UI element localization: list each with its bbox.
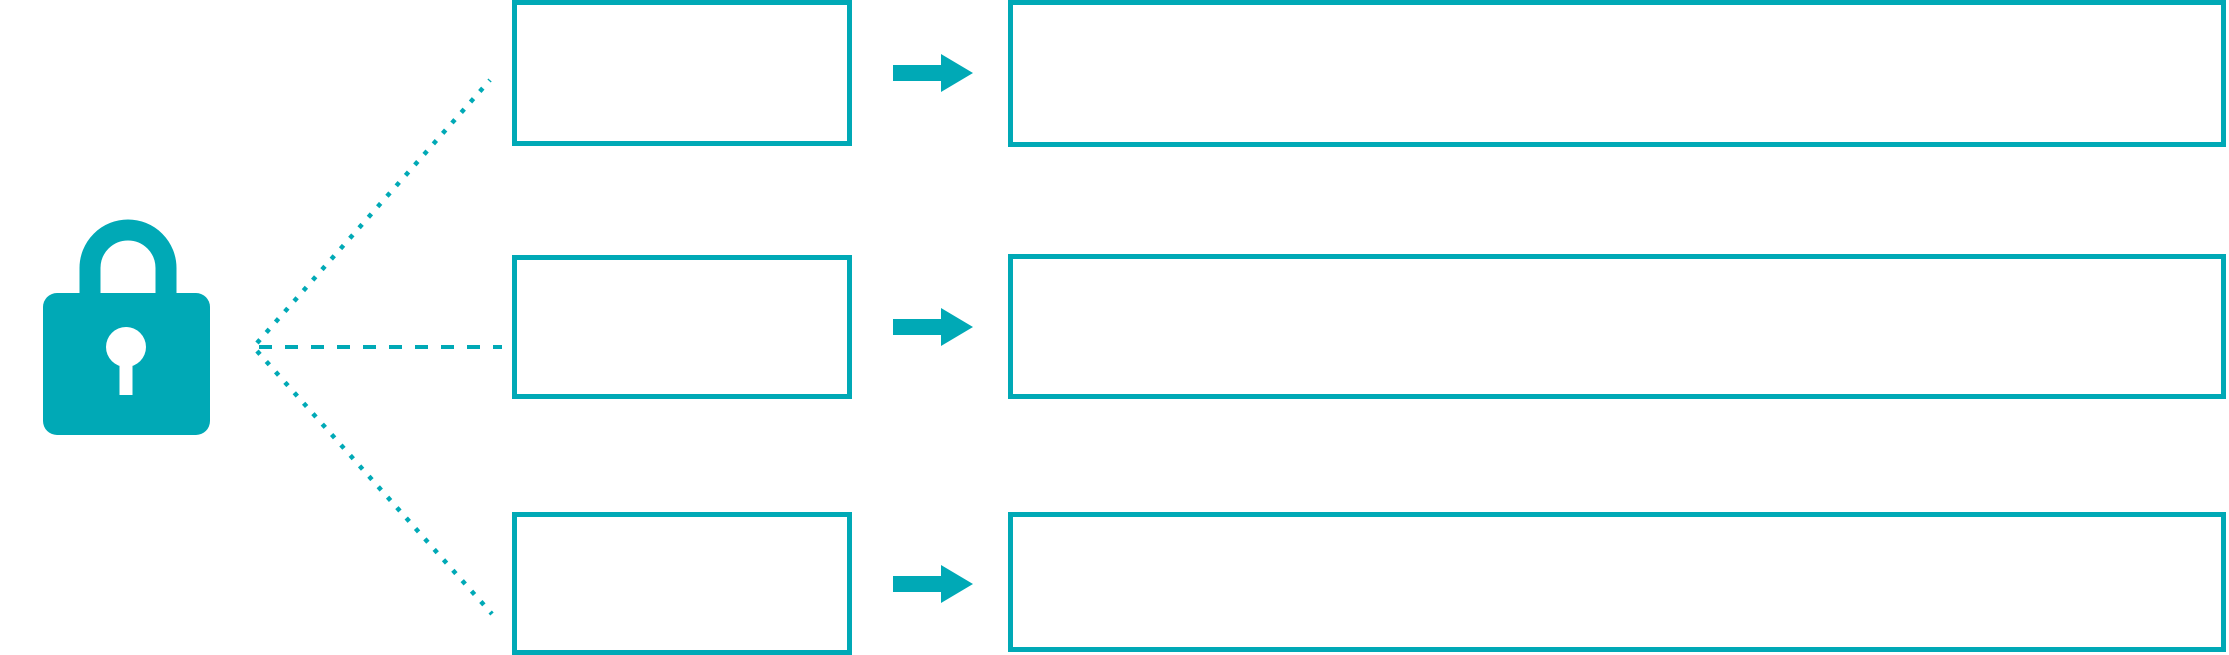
detail-box-1 (1008, 0, 2226, 147)
lock-icon (43, 219, 210, 435)
arrow-right-icon (893, 565, 973, 603)
category-box-1 (512, 0, 852, 146)
connector-line-bottom (255, 349, 494, 616)
connector-line-top (255, 78, 492, 345)
category-box-2 (512, 255, 852, 399)
arrow-right-icon (893, 308, 973, 346)
keyhole-icon (106, 327, 146, 367)
detail-box-2 (1008, 254, 2226, 399)
category-box-3 (512, 512, 852, 655)
arrow-right-icon (893, 54, 973, 92)
connector-lines (255, 78, 502, 616)
detail-box-3 (1008, 512, 2226, 652)
